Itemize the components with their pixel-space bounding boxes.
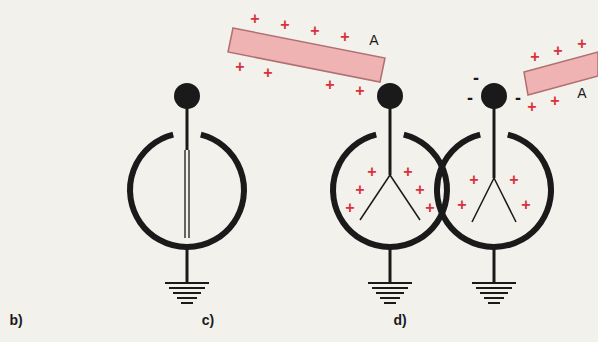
plus-charge: + — [553, 43, 562, 59]
plus-charge: + — [355, 83, 364, 99]
leaf — [184, 150, 185, 238]
panel-label: c) — [202, 313, 214, 327]
ground-wire — [389, 247, 392, 282]
plus-charge: + — [355, 182, 364, 198]
plus-charge: + — [340, 29, 349, 45]
plus-charge: + — [415, 182, 424, 198]
knob — [377, 83, 403, 109]
electroscope-c — [228, 28, 447, 303]
plus-charge: + — [310, 23, 319, 39]
plus-charge: + — [403, 164, 412, 180]
ground-symbol — [472, 283, 516, 303]
plus-charge: + — [530, 49, 539, 65]
plus-charge: + — [550, 93, 559, 109]
charged-rod — [228, 28, 385, 82]
ground-wire — [186, 247, 189, 282]
minus-charge: - — [515, 89, 521, 107]
plus-charge: + — [263, 65, 272, 81]
plus-charge: + — [325, 77, 334, 93]
plus-charge: + — [345, 200, 354, 216]
plus-charge: + — [425, 200, 434, 216]
rod-letter: A — [369, 33, 378, 47]
plus-charge: + — [527, 99, 536, 115]
minus-charge: - — [467, 89, 473, 107]
ground-symbol — [368, 283, 412, 303]
plus-charge: + — [250, 11, 259, 27]
rod-letter: A — [577, 86, 586, 100]
panel-label: d) — [393, 313, 406, 327]
plus-charge: + — [235, 59, 244, 75]
electroscope-b — [130, 83, 244, 303]
plus-charge: + — [457, 197, 466, 213]
minus-charge: - — [473, 69, 479, 87]
plus-charge: + — [469, 172, 478, 188]
ground-symbol — [165, 283, 209, 303]
leaf — [188, 150, 189, 238]
housing-ring — [130, 135, 244, 247]
plus-charge: + — [280, 17, 289, 33]
plus-charge: + — [577, 36, 586, 52]
plus-charge: + — [367, 164, 376, 180]
ground-wire — [493, 247, 496, 282]
electroscope-d — [437, 52, 598, 303]
panel-label: b) — [9, 313, 22, 327]
plus-charge: + — [521, 197, 530, 213]
plus-charge: + — [509, 172, 518, 188]
knob — [481, 83, 507, 109]
knob — [174, 83, 200, 109]
